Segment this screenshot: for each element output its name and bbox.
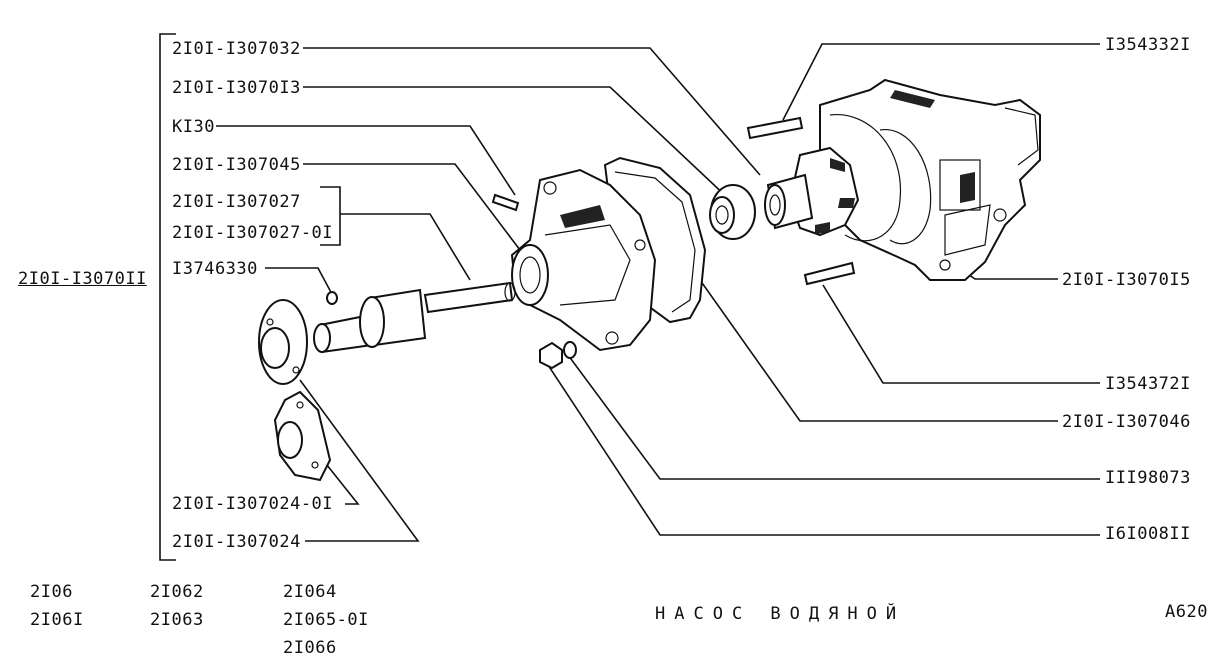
part-label-l5: 2I0I-I307027 (172, 192, 301, 212)
part-label-r1: I354332I (1105, 35, 1191, 55)
model-item: 2I062 (150, 582, 204, 602)
leader-l2 (303, 86, 731, 201)
part-label-l6: 2I0I-I307027-0I (172, 223, 334, 243)
model-col-1: 2I06 2I06I (30, 578, 84, 634)
part-label-l9: 2I0I-I307024 (172, 532, 301, 552)
pump-cover (510, 168, 657, 352)
leader-l3 (216, 125, 516, 196)
stud-upper (746, 116, 804, 140)
leader-l4 (303, 163, 521, 251)
part-label-r5: III98073 (1105, 468, 1191, 488)
impeller (764, 146, 860, 237)
leader-l5 (340, 213, 471, 281)
part-label-l8: 2I0I-I307024-0I (172, 494, 334, 514)
part-label-l4: 2I0I-I307045 (172, 155, 301, 175)
leader-r6 (547, 364, 1100, 536)
shaft-bearing (313, 281, 516, 354)
sub-bracket (320, 186, 341, 246)
nut (539, 341, 563, 370)
model-item: 2I066 (283, 638, 337, 658)
leader-r1 (782, 43, 1100, 121)
leader-r3 (822, 284, 1100, 384)
leader-l7 (265, 267, 334, 297)
page-code: A620 (1165, 602, 1208, 622)
leader-l8 (314, 449, 360, 505)
model-col-2: 2I062 2I063 (150, 578, 204, 634)
leader-r4 (699, 279, 1058, 422)
diagram-title: НАСОС ВОДЯНОЙ (655, 604, 906, 624)
model-item: 2I06 (30, 582, 73, 602)
washer (563, 341, 577, 359)
key (326, 291, 338, 305)
model-item: 2I06I (30, 610, 84, 630)
part-label-l1: 2I0I-I307032 (172, 39, 301, 59)
part-label-r4: 2I0I-I307046 (1062, 412, 1191, 432)
part-label-r2: 2I0I-I3070I5 (1062, 270, 1191, 290)
seal (709, 184, 756, 240)
leader-l1 (303, 47, 761, 176)
pump-housing (819, 78, 1041, 281)
part-label-r6: I6I008II (1105, 524, 1191, 544)
pulley-hub-upper (258, 299, 308, 385)
model-item: 2I063 (150, 610, 204, 630)
part-label-r3: I354372I (1105, 374, 1191, 394)
stud-lower (803, 261, 856, 286)
leader-l9 (299, 379, 420, 542)
part-label-l7: I3746330 (172, 259, 258, 279)
assembly-bracket (159, 33, 176, 561)
stud-small (491, 193, 520, 212)
assembly-number: 2I0I-I3070II (18, 269, 147, 289)
model-item: 2I065-0I (283, 610, 369, 630)
model-item: 2I064 (283, 582, 337, 602)
pulley-hub-lower (273, 390, 332, 482)
leader-r5 (567, 354, 1100, 480)
part-label-l2: 2I0I-I3070I3 (172, 78, 301, 98)
part-label-l3: KI30 (172, 117, 215, 137)
model-col-3: 2I064 2I065-0I 2I066 (283, 578, 369, 662)
